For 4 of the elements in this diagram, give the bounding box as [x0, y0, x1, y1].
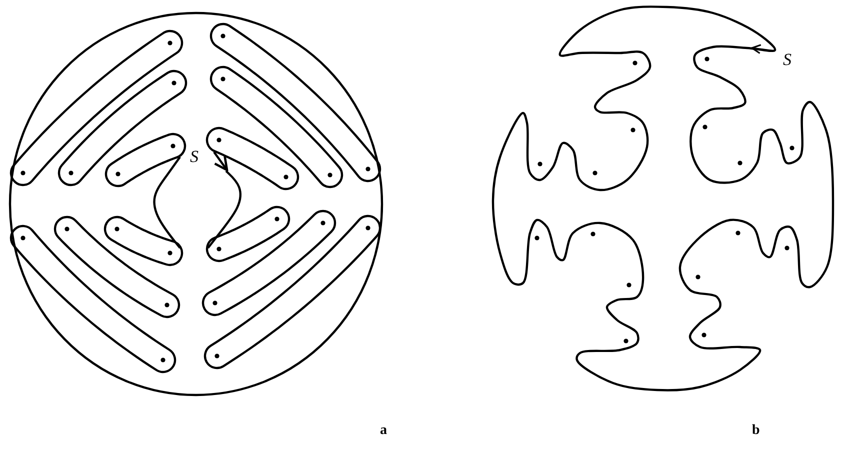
panel-label: a [380, 424, 387, 438]
point-label: S [783, 51, 792, 68]
panel-label: b [752, 424, 760, 438]
point-label: S [190, 148, 198, 165]
